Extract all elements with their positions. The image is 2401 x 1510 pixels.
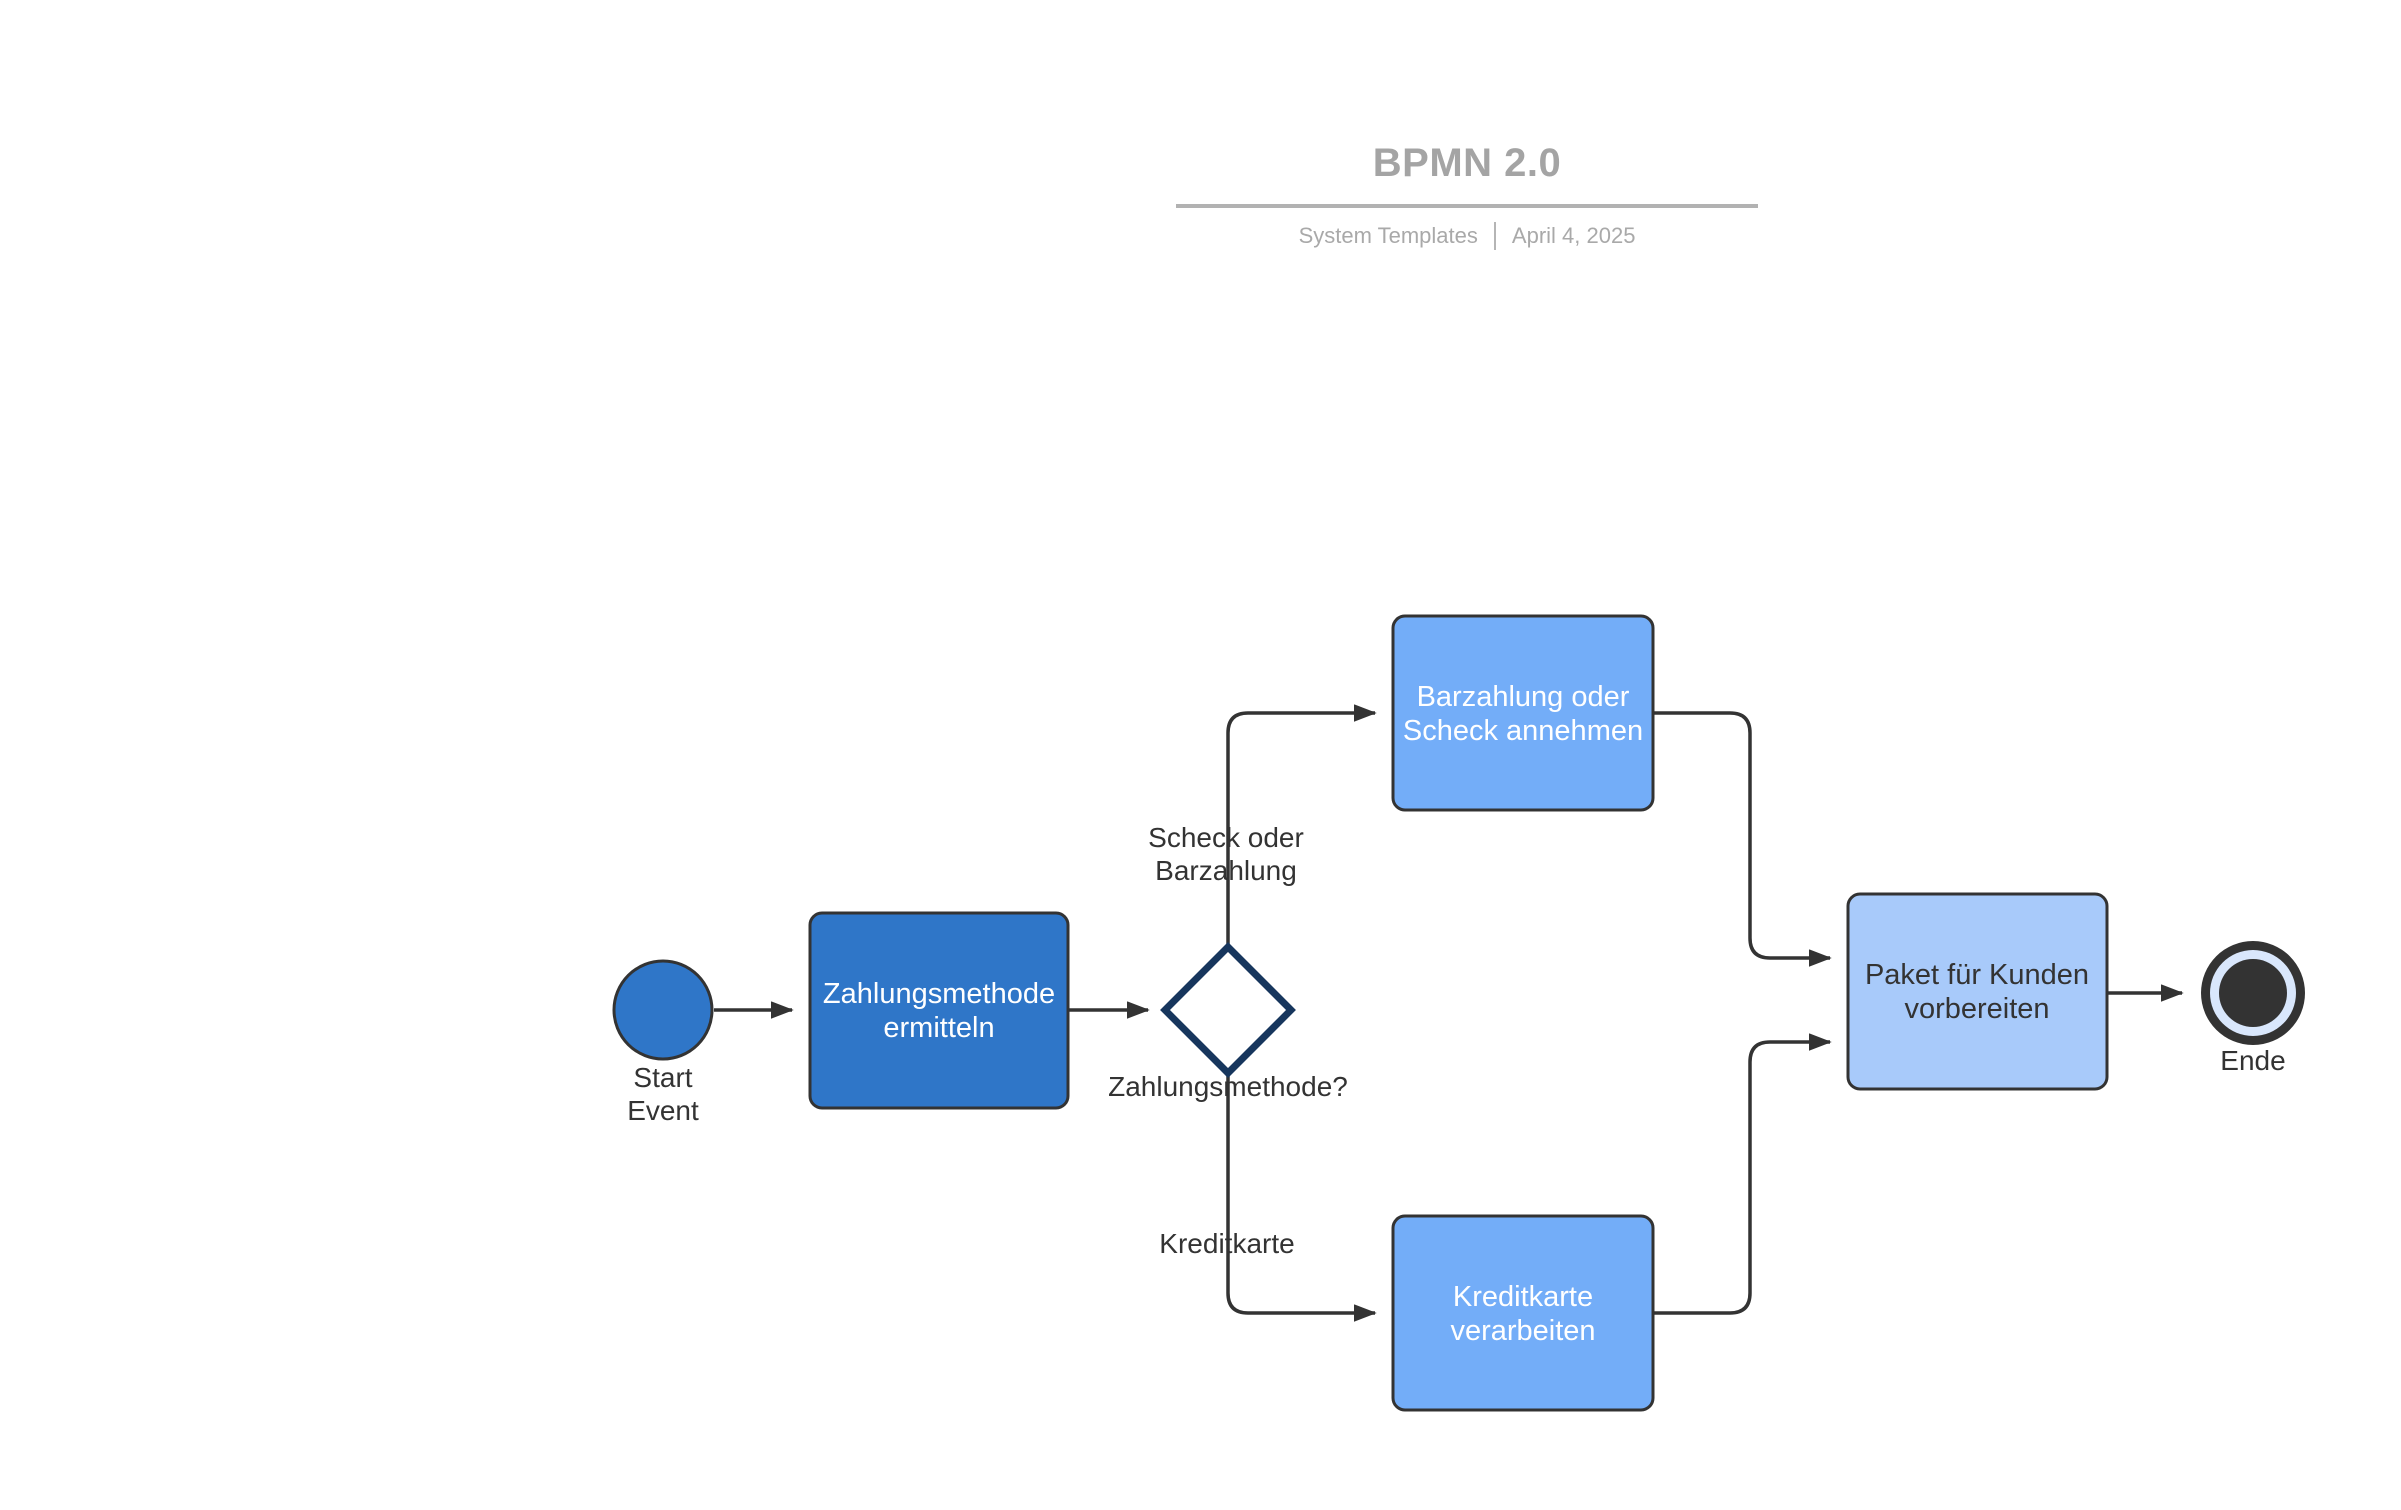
- task-accept-cash-check-line1: Barzahlung oder: [1417, 681, 1630, 713]
- title-underline: [1176, 204, 1758, 208]
- task-process-credit-card-line2: verarbeiten: [1450, 1315, 1595, 1347]
- gateway-label: Zahlungsmethode?: [1108, 1071, 1348, 1102]
- task-prepare-package-line1: Paket für Kunden: [1865, 959, 2089, 991]
- flow-cash-to-package[interactable]: [1653, 711, 1832, 967]
- end-event-node[interactable]: [2201, 941, 2305, 1045]
- flow-card-to-package[interactable]: [1653, 1033, 1832, 1315]
- start-event-label-line2: Event: [627, 1095, 699, 1126]
- subtitle-divider: [1493, 222, 1496, 250]
- task-determine-payment-line1: Zahlungsmethode: [823, 978, 1055, 1010]
- flow-label-check-cash-line1: Scheck oder: [1148, 822, 1304, 853]
- task-process-credit-card-line1: Kreditkarte: [1453, 1281, 1593, 1313]
- task-accept-cash-check[interactable]: [1391, 614, 1655, 812]
- subtitle-date: April 4, 2025: [1511, 223, 1636, 248]
- subtitle-source: System Templates: [1298, 223, 1478, 248]
- task-accept-cash-check-line2: Scheck annehmen: [1403, 715, 1643, 747]
- task-process-credit-card[interactable]: [1391, 1214, 1655, 1412]
- task-determine-payment[interactable]: [808, 911, 1070, 1110]
- title-block: BPMN 2.0 System Templates April 4, 2025: [1176, 140, 1758, 250]
- page-title: BPMN 2.0: [1372, 141, 1562, 185]
- subtitle: System Templates April 4, 2025: [1176, 222, 1758, 250]
- start-event-label-line1: Start: [633, 1062, 692, 1093]
- flow-gateway-to-card[interactable]: [1226, 1072, 1377, 1322]
- task-determine-payment-line2: ermitteln: [883, 1012, 994, 1044]
- task-prepare-package-line2: vorbereiten: [1904, 993, 2049, 1025]
- end-event-label: Ende: [2220, 1045, 2285, 1076]
- flow-gateway-to-cash[interactable]: [1226, 704, 1377, 948]
- flow-label-credit-card: Kreditkarte: [1159, 1228, 1294, 1259]
- gateway-payment-method[interactable]: [1160, 942, 1296, 1078]
- end-event-core: [2219, 959, 2287, 1027]
- task-prepare-package[interactable]: [1846, 892, 2109, 1091]
- start-event-node[interactable]: [612, 959, 714, 1061]
- flow-label-check-cash-line2: Barzahlung: [1155, 855, 1297, 886]
